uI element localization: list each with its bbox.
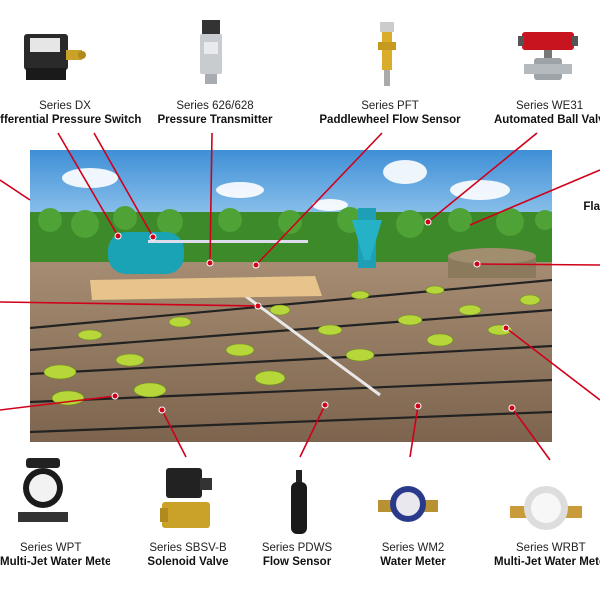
product-series: Series DX <box>39 100 91 112</box>
product-we31: Series WE31 Automated Ball Valve <box>482 99 600 127</box>
product-name: Multi-Jet Water Meter <box>494 556 600 568</box>
main-pipe <box>239 290 381 397</box>
plants <box>43 285 541 406</box>
product-name: Differential Pressure Switch <box>0 114 142 126</box>
product-name: Automated Ball Valve <box>494 114 600 126</box>
product-pft: Series PFT Paddlewheel Flow Sensor <box>290 99 490 127</box>
product-name: Solenoid Valve <box>147 556 229 568</box>
ball-valve-icon <box>518 32 578 80</box>
product-name: Pressure Transmitter <box>157 114 273 126</box>
water-meter-icon <box>18 458 68 522</box>
product-wrbt: Series WRBT Multi-Jet Water Meter <box>480 541 600 569</box>
pressure-switch-icon <box>24 34 86 80</box>
pressure-transmitter-icon <box>200 20 222 84</box>
product-series: Series 626/628 <box>176 100 254 112</box>
product-name: Water Meter <box>380 556 446 568</box>
product-626-628: Series 626/628 Pressure Transmitter <box>115 99 315 127</box>
product-dx: Series DX Differential Pressure Switch <box>0 99 170 127</box>
right-side-label: Fla <box>583 201 600 213</box>
product-series: Series SBSV-B <box>149 542 227 554</box>
water-meter-icon <box>510 486 582 530</box>
irrigation-scene <box>30 150 552 442</box>
paddlewheel-sensor-icon <box>378 22 396 86</box>
clouds <box>62 160 510 211</box>
product-series: Series WE31 <box>516 100 584 112</box>
product-series: Series WRBT <box>516 542 586 554</box>
water-meter-icon <box>378 486 438 522</box>
product-pdws: Series PDWS Flow Sensor <box>232 541 362 569</box>
pump-platform <box>90 276 322 300</box>
product-name: Multi-Jet Water Meter <box>0 556 110 568</box>
solenoid-valve-icon <box>160 468 212 528</box>
flow-sensor-icon <box>291 470 307 534</box>
product-name: Flow Sensor <box>262 556 332 568</box>
product-sbsv-b: Series SBSV-B Solenoid Valve <box>118 541 258 569</box>
product-wm2: Series WM2 Water Meter <box>348 541 478 569</box>
callout-dots <box>111 218 516 414</box>
product-series: Series PFT <box>361 100 419 112</box>
hedge-texture <box>38 206 552 238</box>
product-series: Series WPT <box>20 542 82 554</box>
product-series: Series WM2 <box>381 542 445 554</box>
product-name: Paddlewheel Flow Sensor <box>319 114 461 126</box>
product-wpt: Series WPT Multi-Jet Water Meter <box>0 541 110 569</box>
product-series: Series PDWS <box>261 542 333 554</box>
